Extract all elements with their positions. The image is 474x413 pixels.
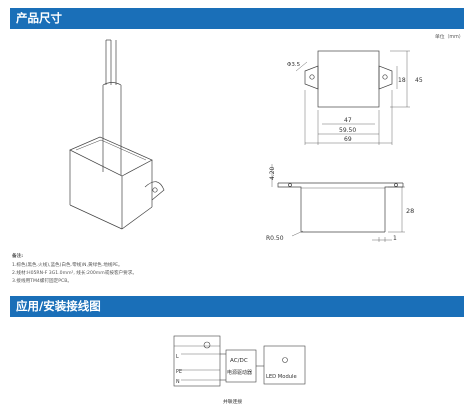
module-label: LED Module	[266, 374, 297, 380]
note-item: 2.线材:H05RN-F 3G1.0mm², 线长:200mm或按客户要求。	[12, 271, 137, 276]
pin-label: L	[176, 354, 179, 360]
wiring-caption: 并联连接	[223, 398, 242, 405]
section-banner-product-size: 产品尺寸	[10, 8, 464, 29]
section-title: 产品尺寸	[16, 11, 62, 25]
note-item: 3.接线用TM4螺钉固定PCB。	[12, 279, 72, 284]
section-title: 应用/安装接线图	[16, 299, 101, 313]
section-banner-wiring: 应用/安装接线图	[10, 296, 464, 317]
dim-label: 59.50	[339, 127, 356, 134]
hole-diameter-label: Φ3.5	[287, 62, 301, 68]
driver-label: AC/DC	[230, 358, 248, 364]
unit-label: 单位（mm）	[435, 35, 464, 40]
pin-label: PE	[176, 369, 182, 375]
driver-label: 电源驱动器	[227, 369, 252, 376]
radius-label: R0.50	[266, 235, 284, 242]
dim-label: 47	[344, 117, 352, 124]
notes-heading: 备注:	[12, 254, 24, 259]
dim-label: 18	[398, 77, 406, 84]
dim-label: 69	[344, 136, 352, 143]
dim-label: 45	[415, 77, 423, 84]
dim-label: 28	[406, 207, 414, 215]
dim-label: 4.20	[269, 166, 276, 180]
note-item: 1.棕色(黑色.火线),蓝色(白色.零线)N,黄绿色.地线PE。	[12, 263, 123, 268]
pin-label: N	[176, 379, 180, 385]
dim-label: 1	[393, 235, 397, 242]
